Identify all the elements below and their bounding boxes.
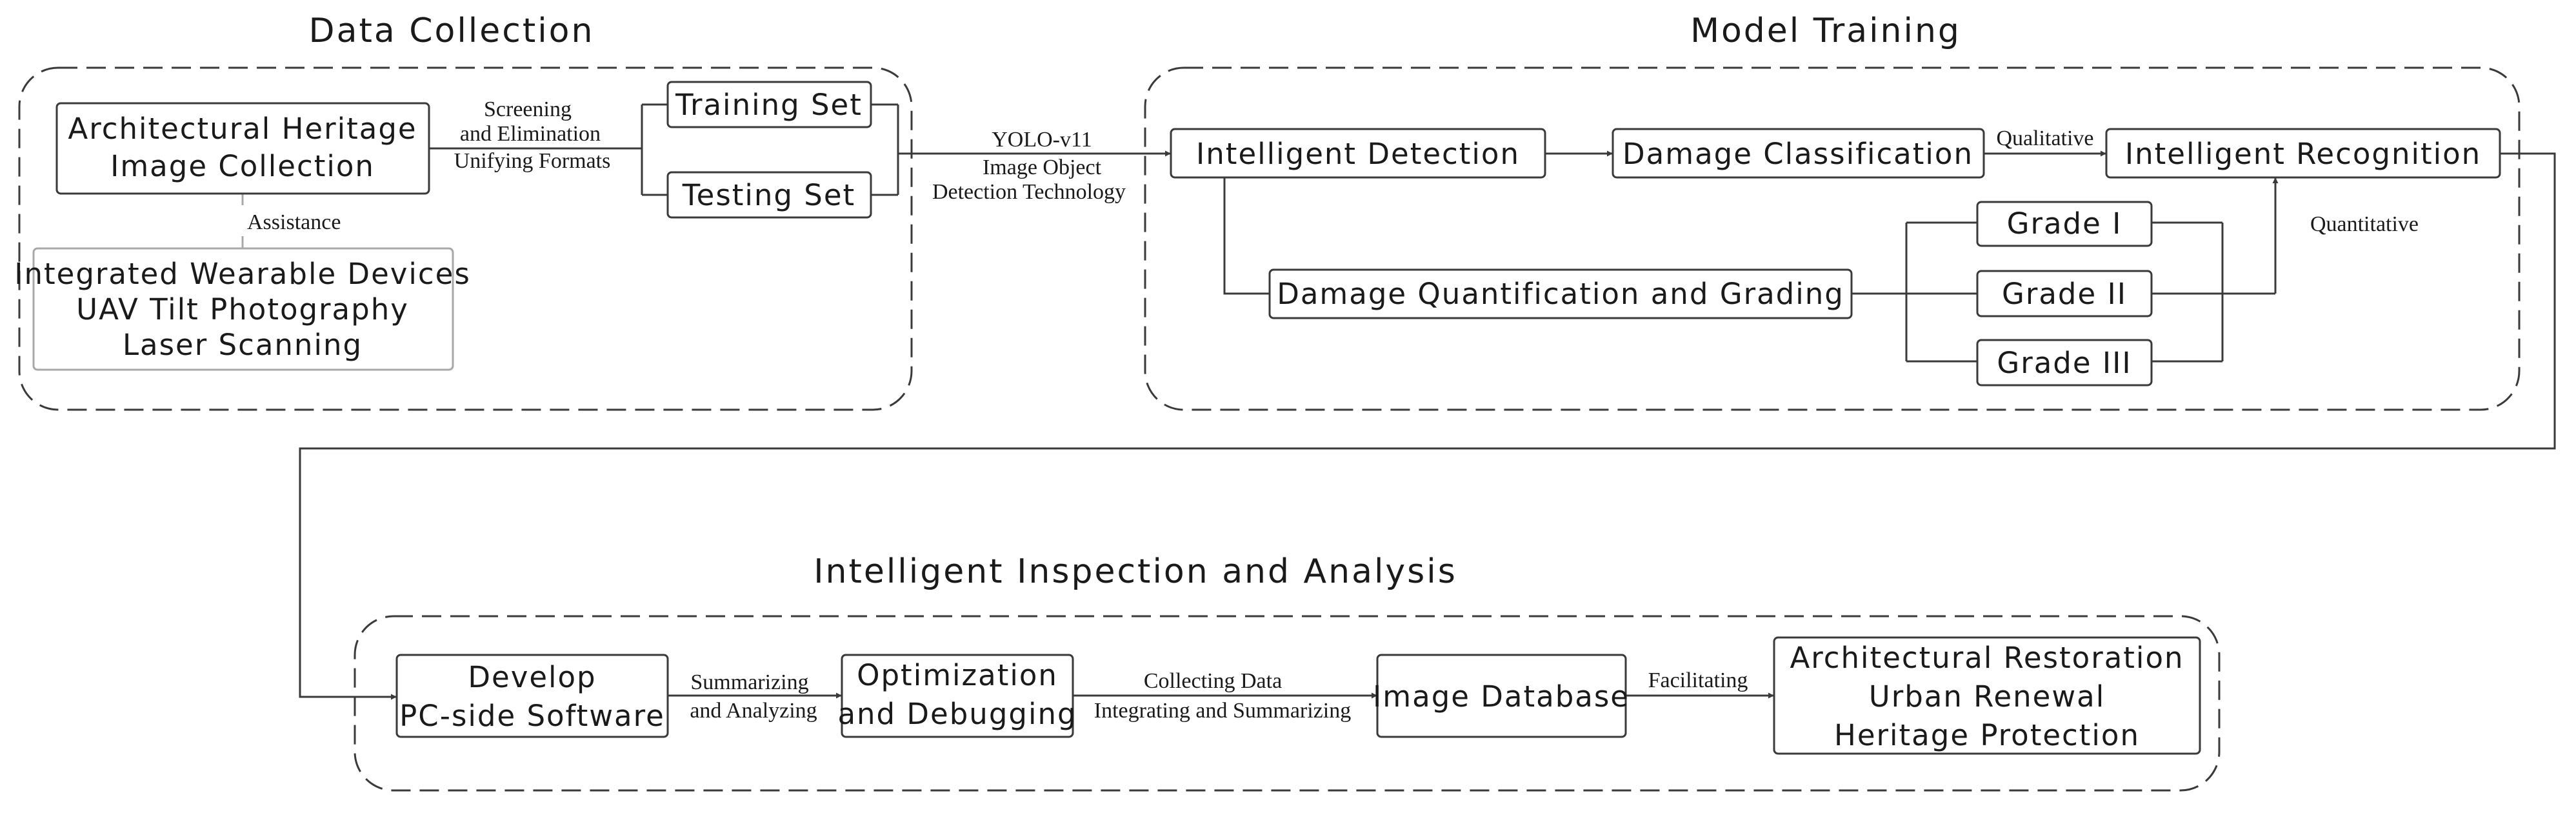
edge-detection-to-quantification — [1223, 176, 1270, 295]
node-damage-classification-label: Damage Classification — [1622, 137, 1973, 171]
node-develop-software-line-1: Develop — [468, 660, 596, 694]
node-intelligent-detection: Intelligent Detection — [1170, 128, 1546, 179]
group-inspection — [354, 615, 2221, 792]
node-grade-3: Grade III — [1976, 339, 2153, 386]
node-testing-set-label: Testing Set — [682, 178, 855, 212]
section-title-inspection: Intelligent Inspection and Analysis — [814, 552, 1457, 591]
edge-label-screening-3: Unifying Formats — [454, 149, 611, 173]
section-title-model-training: Model Training — [1690, 12, 1961, 50]
node-intelligent-recognition-label: Intelligent Recognition — [2125, 137, 2481, 171]
edge-label-yolo-3: Detection Technology — [932, 180, 1126, 204]
node-develop-software-line-2: PC-side Software — [399, 699, 665, 733]
node-heritage-line-1: Architectural Heritage — [68, 112, 417, 146]
edge-label-summarizing-1: Summarizing — [690, 670, 808, 694]
node-grade-2-label: Grade II — [2002, 277, 2127, 311]
section-title-data-collection: Data Collection — [309, 12, 595, 50]
group-model-training — [1144, 66, 2521, 411]
edge-label-summarizing-2: and Analyzing — [690, 699, 817, 723]
node-intelligent-detection-label: Intelligent Detection — [1196, 137, 1520, 171]
node-intelligent-recognition: Intelligent Recognition — [2105, 128, 2501, 179]
node-grade-1-label: Grade I — [2007, 206, 2122, 241]
node-grade-3-label: Grade III — [1997, 346, 2132, 380]
node-devices-line-2: UAV Tilt Photography — [76, 292, 409, 326]
edge-label-collecting-1: Collecting Data — [1144, 669, 1282, 693]
node-optimization: Optimization and Debugging — [837, 654, 1077, 738]
group-data-collection — [18, 66, 913, 411]
node-grade-2: Grade II — [1976, 270, 2153, 317]
node-image-database: Image Database — [1373, 654, 1630, 738]
node-training-set: Training Set — [666, 81, 872, 128]
node-devices: Integrated Wearable Devices UAV Tilt Pho… — [14, 247, 471, 371]
node-outcomes: Architectural Restoration Urban Renewal … — [1773, 636, 2201, 755]
node-devices-line-3: Laser Scanning — [123, 328, 363, 362]
node-damage-quantification-label: Damage Quantification and Grading — [1277, 277, 1844, 311]
edge-label-yolo-2: Image Object — [983, 156, 1102, 179]
edge-label-screening-2: and Elimination — [460, 122, 601, 146]
edge-recognition-to-software — [299, 152, 2556, 700]
edge-label-collecting-2: Integrating and Summarizing — [1094, 699, 1351, 723]
node-grade-1: Grade I — [1976, 201, 2153, 247]
node-optimization-line-1: Optimization — [857, 658, 1058, 692]
node-develop-software: Develop PC-side Software — [395, 654, 669, 738]
node-training-set-label: Training Set — [675, 88, 863, 122]
edge-label-facilitating: Facilitating — [1648, 668, 1748, 692]
node-heritage-collection: Architectural Heritage Image Collection — [55, 102, 430, 195]
node-image-database-label: Image Database — [1373, 679, 1630, 714]
node-outcomes-line-2: Urban Renewal — [1869, 679, 2105, 714]
node-optimization-line-2: and Debugging — [837, 697, 1077, 731]
node-outcomes-line-3: Heritage Protection — [1834, 718, 2140, 752]
node-damage-classification: Damage Classification — [1612, 128, 1985, 179]
node-testing-set: Testing Set — [666, 171, 872, 219]
edge-label-screening-1: Screening — [484, 97, 572, 121]
node-devices-line-1: Integrated Wearable Devices — [14, 257, 471, 291]
edge-label-qualitative: Qualitative — [1996, 126, 2093, 150]
node-outcomes-line-1: Architectural Restoration — [1790, 641, 2184, 675]
node-damage-quantification: Damage Quantification and Grading — [1268, 268, 1853, 319]
edge-label-quantitative: Quantitative — [2310, 212, 2419, 236]
edge-label-yolo-1: YOLO-v11 — [992, 128, 1092, 152]
edge-label-assistance: Assistance — [247, 210, 341, 234]
node-heritage-line-2: Image Collection — [110, 149, 375, 183]
